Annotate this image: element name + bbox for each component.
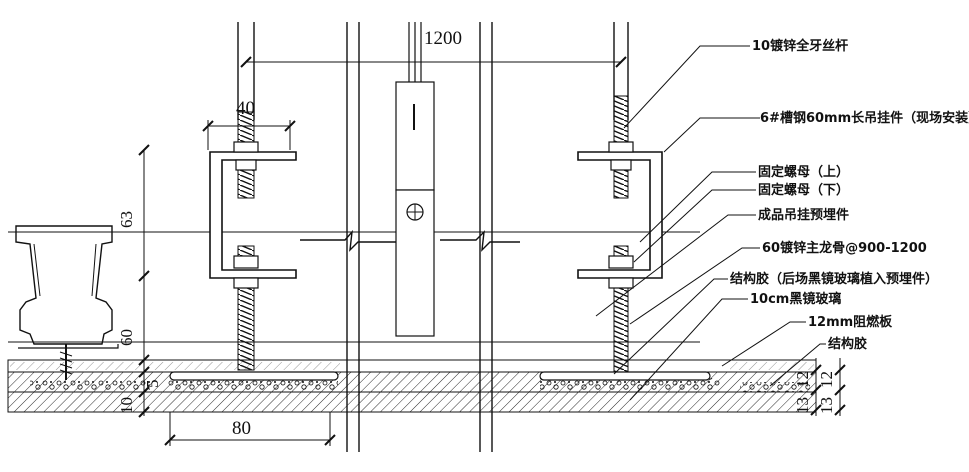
left-thread-between xyxy=(237,245,255,257)
left-thread-lower xyxy=(237,287,255,371)
dim-layer-b: 10 xyxy=(117,397,136,414)
dim-top-span: 1200 xyxy=(424,28,462,49)
glue-strip-far xyxy=(740,382,810,392)
top-board-hatch xyxy=(10,362,340,370)
dim-layer-a: 5 xyxy=(143,380,162,389)
right-hanger xyxy=(577,95,663,373)
dim-height-upper: 63 xyxy=(117,211,136,228)
label-nut-upper: 固定螺母（上） xyxy=(758,164,849,180)
label-fire-board: 12mm阻燃板 xyxy=(808,314,893,330)
dim-bottom-span: 80 xyxy=(232,418,251,439)
glue-strip-right xyxy=(540,378,720,390)
right-thread-lower xyxy=(613,287,629,373)
left-nut-top-a xyxy=(233,141,259,153)
top-board-hatch-right xyxy=(730,362,814,370)
vertical-elements xyxy=(8,22,700,452)
left-hanger xyxy=(209,111,297,371)
glue-strip-left xyxy=(30,380,150,390)
right-thread-mid xyxy=(613,169,629,199)
label-main-keel: 60镀锌主龙骨@900-1200 xyxy=(762,240,927,256)
dim-height-lower: 60 xyxy=(117,329,136,346)
right-nut-top-b xyxy=(610,159,632,171)
left-nut-low-a xyxy=(233,255,259,269)
dim-right-d: 13 xyxy=(793,397,812,414)
annotation-labels: 10镀锌全牙丝杆 6#槽钢60mm长吊挂件（现场安装） 固定螺母（上） 固定螺母… xyxy=(730,38,969,352)
center-hanger xyxy=(395,22,435,337)
dim-bolt-width: 40 xyxy=(236,98,255,119)
label-embedded-part: 成品吊挂预埋件 xyxy=(758,207,849,223)
glass-panel-left xyxy=(169,371,339,381)
leader-lines xyxy=(595,45,826,401)
left-nut-low-b xyxy=(233,277,259,289)
main-keel-profile xyxy=(15,225,119,380)
center-plate-upper xyxy=(395,81,435,191)
left-thread-mid xyxy=(237,169,255,199)
label-nut-lower: 固定螺母（下） xyxy=(758,182,849,198)
dimension-lines xyxy=(138,56,846,446)
dim-right-c: 12 xyxy=(793,371,812,388)
glue-strip-mid xyxy=(168,378,338,390)
label-threaded-rod: 10镀锌全牙丝杆 xyxy=(752,38,848,54)
glass-panel-right xyxy=(539,371,711,381)
dimension-texts: 1200 40 80 63 60 5 10 12 13 12 13 xyxy=(117,28,836,439)
label-black-glass: 10cm黑镜玻璃 xyxy=(750,291,841,307)
dim-right-b: 13 xyxy=(817,397,836,414)
left-nut-top-b xyxy=(235,159,257,171)
right-thread-between xyxy=(613,245,629,257)
right-channel-steel xyxy=(577,151,663,279)
dim-right-a: 12 xyxy=(817,371,836,388)
black-glass-panels xyxy=(169,371,711,381)
right-nut-low-a xyxy=(608,255,634,269)
label-channel-steel: 6#槽钢60mm长吊挂件（现场安装） xyxy=(760,110,969,126)
label-structural-glue: 结构胶 xyxy=(828,336,867,352)
right-nut-low-b xyxy=(608,277,634,289)
right-nut-top-a xyxy=(608,141,634,153)
label-structural-glue-embed: 结构胶（后场黑镜玻璃植入预埋件） xyxy=(730,271,938,287)
